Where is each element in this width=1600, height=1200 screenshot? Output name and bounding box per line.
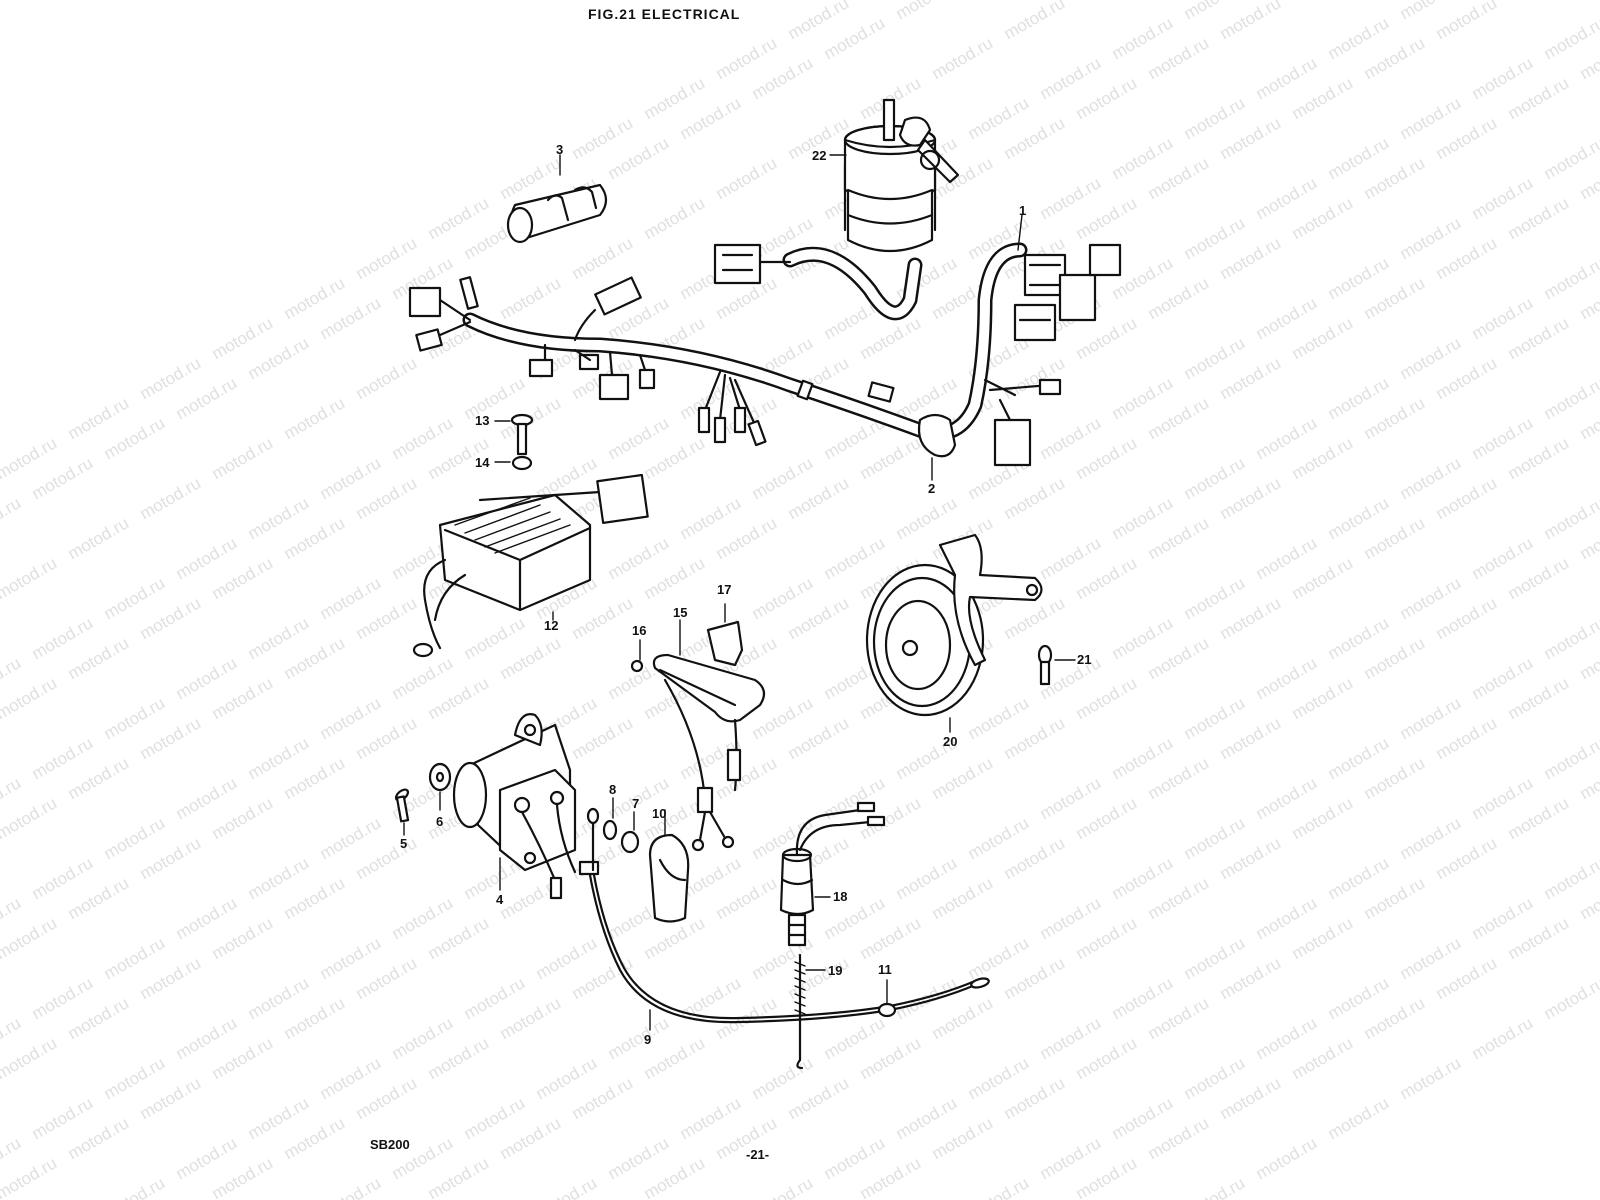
regulator-rectifier-part-12 bbox=[412, 473, 649, 658]
callout-5: 5 bbox=[400, 836, 408, 851]
callout-21: 21 bbox=[1077, 652, 1092, 667]
figure-title: FIG.21 ELECTRICAL bbox=[588, 6, 741, 22]
callout-3: 3 bbox=[556, 142, 564, 157]
callout-16: 16 bbox=[632, 623, 647, 638]
ignition-switch-part-22 bbox=[829, 98, 960, 253]
callout-19: 19 bbox=[828, 963, 843, 978]
callout-15: 15 bbox=[673, 605, 688, 620]
callout-9: 9 bbox=[644, 1032, 652, 1047]
callout-10: 10 bbox=[652, 806, 667, 821]
bolt-part-21 bbox=[1037, 644, 1076, 686]
bolt-part-5 bbox=[394, 788, 410, 836]
nut-part-8 bbox=[602, 797, 618, 841]
screw-part-13 bbox=[494, 413, 534, 456]
callout-13: 13 bbox=[475, 413, 490, 428]
washer-part-14 bbox=[494, 455, 533, 471]
callout-1: 1 bbox=[1019, 203, 1027, 218]
signal-relay-part-15 bbox=[652, 619, 766, 852]
starter-relay-part-4 bbox=[452, 713, 600, 900]
page-number: -21- bbox=[746, 1147, 770, 1162]
grommet-part-11 bbox=[877, 979, 897, 1018]
callout-7: 7 bbox=[632, 796, 640, 811]
washer-part-6 bbox=[428, 762, 452, 811]
callout-11: 11 bbox=[878, 962, 892, 977]
callout-2: 2 bbox=[928, 481, 936, 496]
callout-20: 20 bbox=[943, 734, 958, 749]
lead-wire-part-9 bbox=[586, 807, 990, 1031]
switch-part-18 bbox=[779, 801, 886, 947]
clip-part-17 bbox=[706, 603, 744, 667]
callout-17: 17 bbox=[717, 582, 732, 597]
callout-18: 18 bbox=[833, 889, 848, 904]
callout-4: 4 bbox=[496, 892, 504, 907]
callout-22: 22 bbox=[812, 148, 827, 163]
callout-12: 12 bbox=[544, 618, 559, 633]
wiring-harness-part-1 bbox=[408, 214, 1122, 481]
bolt-part-16 bbox=[630, 639, 644, 673]
boot-cover-part-10 bbox=[648, 809, 690, 923]
nut-part-7 bbox=[620, 811, 640, 854]
callout-6: 6 bbox=[436, 814, 444, 829]
horn-part-20 bbox=[865, 533, 1043, 733]
callout-14: 14 bbox=[475, 455, 490, 470]
callout-8: 8 bbox=[609, 782, 617, 797]
model-label: SB200 bbox=[370, 1137, 410, 1152]
spring-part-19 bbox=[794, 953, 826, 1070]
relay-part-3 bbox=[506, 154, 608, 244]
